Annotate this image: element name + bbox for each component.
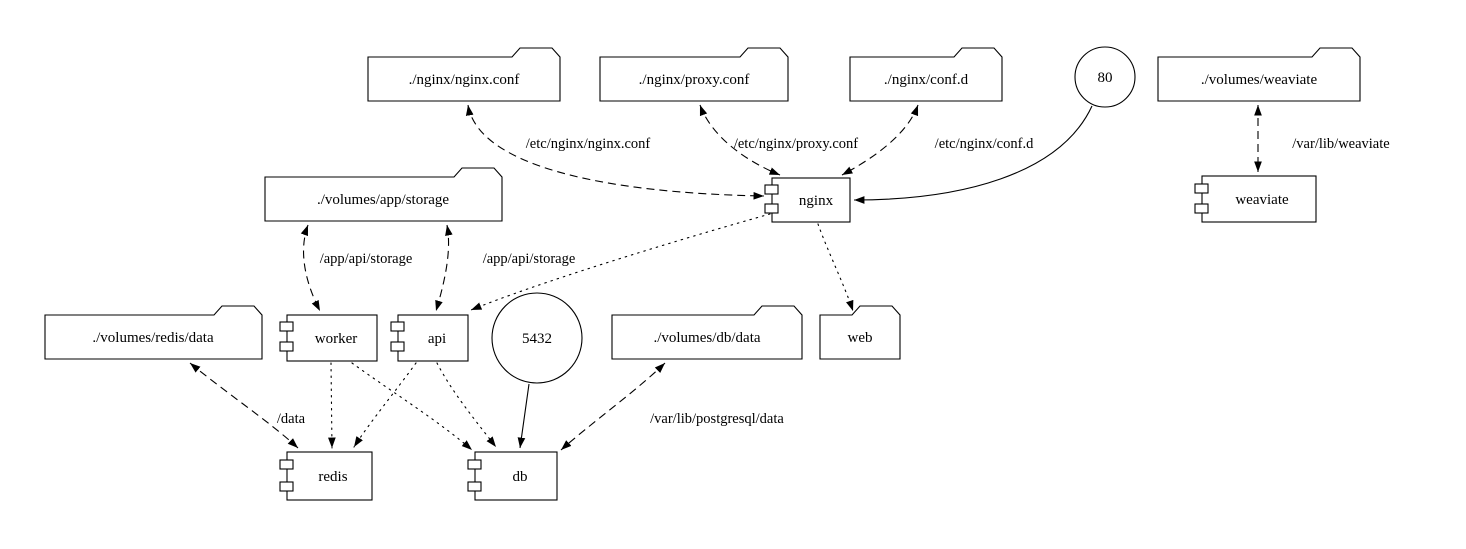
nodes-layer: ./nginx/nginx.conf ./nginx/proxy.conf ./… (44, 46, 1361, 501)
edge-label-proxy-conf: /etc/nginx/proxy.conf (734, 136, 858, 152)
folder-icon (264, 167, 503, 222)
folder-icon (599, 47, 789, 102)
node-label: ./nginx/conf.d (884, 72, 969, 88)
edge-api-redis (353, 362, 417, 448)
edge-port5432-db (517, 383, 530, 449)
folder-icon (44, 305, 263, 360)
edge-confd-nginx (841, 104, 919, 176)
component-body (1201, 175, 1317, 223)
node-port-5432: 5432 (491, 292, 583, 384)
component-tab-icon (467, 481, 482, 492)
folder-icon (611, 305, 803, 360)
folder-icon (819, 305, 901, 360)
component-body (474, 451, 558, 501)
node-label: api (428, 331, 446, 347)
edge-label-conf-d: /etc/nginx/conf.d (935, 136, 1034, 152)
component-tab-icon (390, 341, 405, 352)
node-label: ./nginx/nginx.conf (409, 72, 520, 88)
node-worker-component: worker (279, 314, 378, 362)
edge-nginx-web (817, 223, 854, 312)
edge-nginx-api (470, 213, 771, 311)
node-volumes-app-storage-folder: ./volumes/app/storage (264, 167, 503, 222)
component-body (286, 451, 373, 501)
node-label: redis (318, 469, 347, 485)
node-api-component: api (390, 314, 469, 362)
node-label: 80 (1098, 70, 1113, 86)
node-redis-component: redis (279, 451, 373, 501)
node-proxy-conf-folder: ./nginx/proxy.conf (599, 47, 789, 102)
component-body (286, 314, 378, 362)
node-label: ./volumes/app/storage (317, 192, 449, 208)
edges-layer (189, 104, 1262, 451)
edge-proxyconf-nginx (699, 104, 781, 176)
edge-nginxconf-nginx (465, 104, 765, 200)
node-label: web (848, 330, 873, 346)
folder-icon (1157, 47, 1361, 102)
edge-worker-redis (328, 362, 336, 449)
node-label: weaviate (1235, 192, 1289, 208)
component-body (771, 177, 851, 223)
edge-label-var-lib-postgresql-data: /var/lib/postgresql/data (650, 411, 784, 427)
component-body (397, 314, 469, 362)
edge-dbdata-db (560, 362, 666, 451)
component-tab-icon (279, 341, 294, 352)
node-label: ./volumes/db/data (653, 330, 760, 346)
edge-label-app-api-storage-api: /app/api/storage (483, 251, 576, 267)
node-label: worker (315, 331, 357, 347)
edge-port80-nginx (853, 105, 1093, 204)
folder-icon (367, 47, 561, 102)
component-tab-icon (279, 321, 294, 332)
node-port-80: 80 (1074, 46, 1136, 108)
edge-label-var-lib-weaviate: /var/lib/weaviate (1292, 136, 1389, 152)
node-label: ./volumes/redis/data (92, 330, 214, 346)
component-tab-icon (467, 459, 482, 470)
node-volumes-db-data-folder: ./volumes/db/data (611, 305, 803, 360)
node-volumes-weaviate-folder: ./volumes/weaviate (1157, 47, 1361, 102)
node-label: ./volumes/weaviate (1201, 72, 1318, 88)
edge-label-data: /data (277, 411, 306, 427)
node-db-component: db (467, 451, 558, 501)
node-label: 5432 (522, 331, 552, 347)
edge-label-app-api-storage-worker: /app/api/storage (320, 251, 413, 267)
component-tab-icon (279, 459, 294, 470)
component-tab-icon (1194, 183, 1209, 194)
node-volumes-redis-data-folder: ./volumes/redis/data (44, 305, 263, 360)
node-nginx-conf-folder: ./nginx/nginx.conf (367, 47, 561, 102)
edge-appstorage-worker (300, 224, 321, 312)
circle-icon (1074, 46, 1136, 108)
node-label: db (513, 469, 528, 485)
component-tab-icon (279, 481, 294, 492)
node-nginx-component: nginx (764, 177, 851, 223)
edge-redisdata-redis (189, 362, 299, 449)
edge-worker-db (351, 362, 473, 451)
node-web-folder: web (819, 305, 901, 360)
component-tab-icon (1194, 203, 1209, 214)
node-label: nginx (799, 193, 834, 209)
node-weaviate-component: weaviate (1194, 175, 1317, 223)
edge-api-db (436, 362, 497, 448)
edge-appstorage-api (435, 224, 453, 312)
node-conf-d-folder: ./nginx/conf.d (849, 47, 1003, 102)
node-label: ./nginx/proxy.conf (639, 72, 750, 88)
circle-icon (491, 292, 583, 384)
component-tab-icon (390, 321, 405, 332)
component-tab-icon (764, 203, 779, 214)
component-tab-icon (764, 184, 779, 195)
folder-icon (849, 47, 1003, 102)
edge-labels-layer: /etc/nginx/nginx.conf /etc/nginx/proxy.c… (277, 136, 1390, 427)
edge-label-nginx-conf: /etc/nginx/nginx.conf (526, 136, 651, 152)
